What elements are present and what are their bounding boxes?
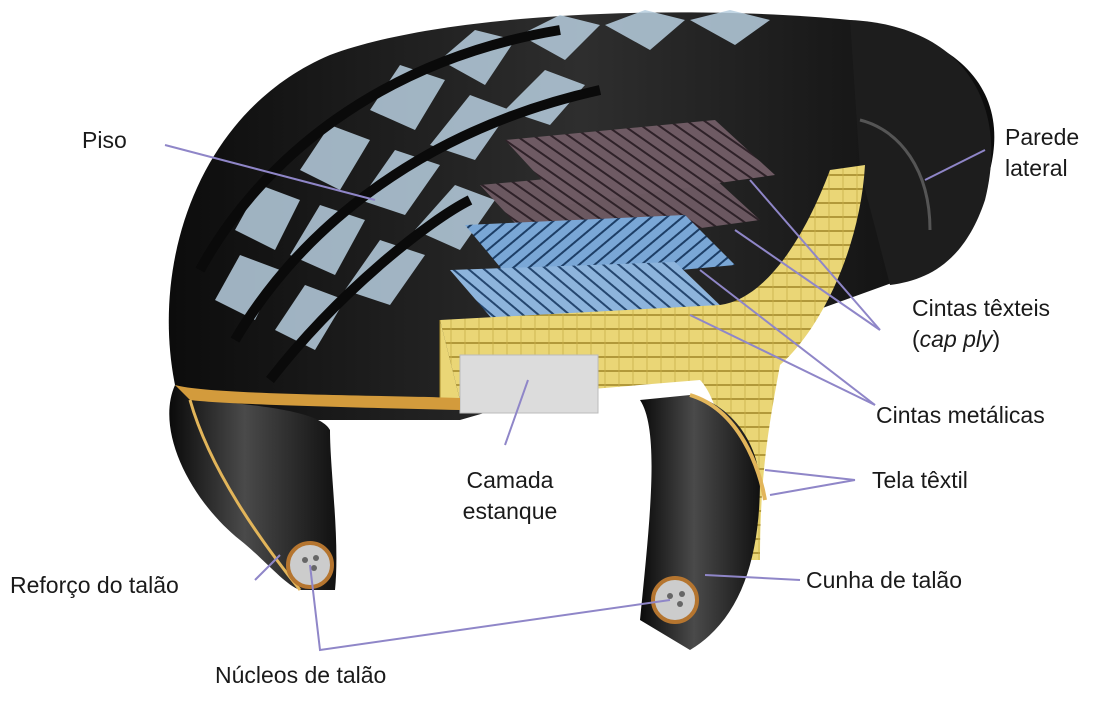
leader-tela-textil-2 — [770, 480, 855, 495]
label-cap-ply: cap ply — [920, 326, 993, 352]
leader-tela-textil-1 — [765, 470, 855, 480]
label-cintas-texteis: Cintas têxteis (cap ply) — [912, 293, 1050, 355]
right-bead-core — [653, 578, 697, 622]
label-reforco-talao: Reforço do talão — [10, 570, 179, 601]
leader-nucleos-talao — [310, 565, 670, 650]
label-parede-lateral: Parede lateral — [1005, 122, 1079, 184]
label-piso: Piso — [82, 125, 127, 156]
inner-liner — [460, 355, 598, 413]
label-cintas-metalicas: Cintas metálicas — [876, 400, 1045, 431]
label-nucleos-talao: Núcleos de talão — [215, 660, 386, 691]
label-camada-estanque: Camada estanque — [445, 465, 575, 527]
label-tela-textil: Tela têxtil — [872, 465, 968, 496]
label-cunha-talao: Cunha de talão — [806, 565, 962, 596]
